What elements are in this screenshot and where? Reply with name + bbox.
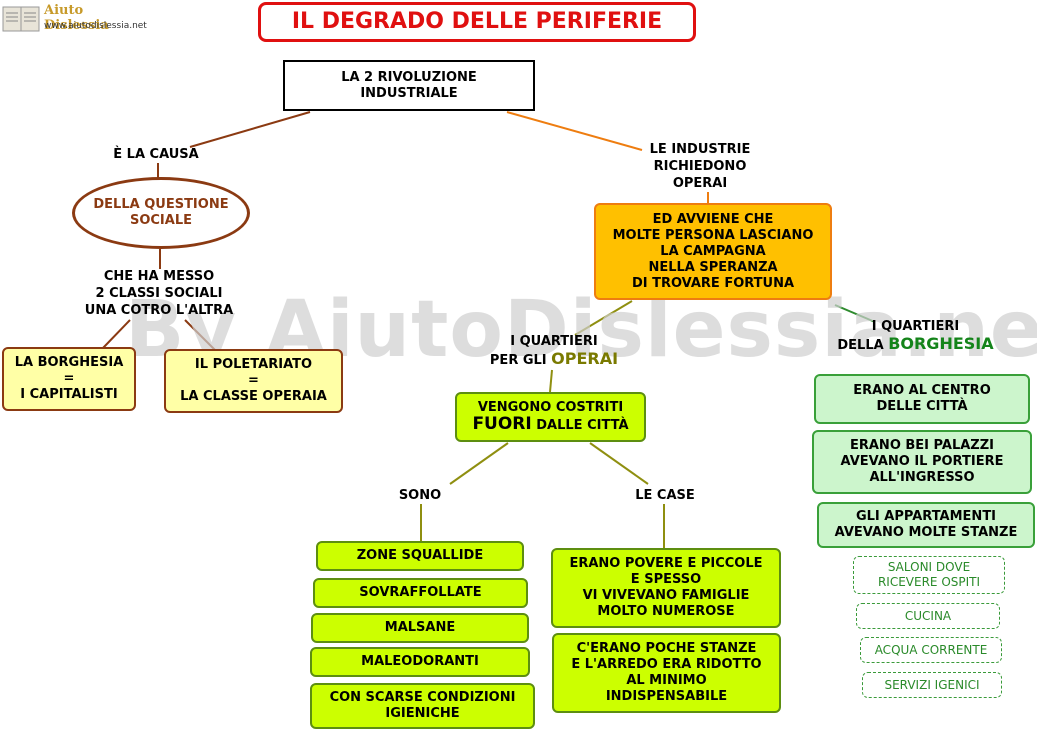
room-line: RICEVERE OSPITI: [877, 575, 981, 589]
logo-url: www.aiutodislessia.net: [44, 21, 147, 31]
link-main-case: [589, 442, 649, 485]
label-line: PER GLI: [489, 353, 552, 368]
site-logo[interactable]: Aiuto Dislessia www.aiutodislessia.net: [2, 2, 152, 35]
box-line: ERANO POVERE E PICCOLE: [569, 556, 763, 571]
label-classi-sociali: CHE HA MESSO 2 CLASSI SOCIALI UNA COTRO L'…: [66, 268, 252, 319]
link-messo-borghesia: [102, 319, 131, 349]
label-line: 2 CLASSI SOCIALI: [95, 286, 223, 301]
box-line: IL POLETARIATO: [194, 357, 313, 372]
node-malsane: MALSANE: [311, 613, 529, 643]
label-sono: SONO: [398, 488, 442, 503]
label-causa: È LA CAUSA: [113, 147, 199, 162]
label-operai-highlight: OPERAI: [551, 349, 619, 368]
link-messo-proletariato: [184, 319, 216, 351]
node-zone-squallide: ZONE SQUALLIDE: [316, 541, 524, 571]
node-fuori-citta: VENGONO COSTRITI FUORI DALLE CITTÀ: [455, 392, 646, 442]
node-maleodoranti: MALEODORANTI: [310, 647, 530, 677]
box-line: NELLA SPERANZA: [648, 259, 778, 275]
box-line: VI VIVEVANO FAMIGLIE: [582, 588, 750, 603]
oval-line: SOCIALE: [129, 213, 192, 228]
room-acqua-corrente: ACQUA CORRENTE: [860, 637, 1002, 663]
label-line: I QUARTIERI: [510, 334, 598, 349]
box-line: =: [63, 371, 75, 386]
room-cucina: CUCINA: [856, 603, 1000, 629]
book-icon: [2, 6, 40, 32]
label-line: RICHIEDONO: [653, 159, 747, 174]
box-line: DELLE CITTÀ: [876, 399, 968, 414]
box-line: LA CLASSE OPERAIA: [180, 389, 327, 404]
label-line: LE INDUSTRIE: [649, 142, 751, 157]
label-industrie: LE INDUSTRIE RICHIEDONO OPERAI: [630, 141, 770, 192]
room-line: SALONI DOVE: [887, 560, 971, 574]
link-main-sono: [449, 442, 509, 485]
box-line: I CAPITALISTI: [20, 387, 118, 402]
box-line: MOLTO NUMEROSE: [597, 604, 735, 619]
label-line: I QUARTIERI: [871, 319, 960, 334]
box-line: ALL'INGRESSO: [869, 470, 975, 485]
box-line: ERANO AL CENTRO: [853, 383, 991, 398]
node-borghesia-capitalisti: LA BORGHESIA=I CAPITALISTI: [2, 347, 136, 411]
label-line: OPERAI: [672, 176, 728, 191]
box-line: =: [248, 373, 259, 388]
label-line: CHE HA MESSO: [103, 269, 215, 284]
box-line: C'ERANO POCHE STANZE: [576, 641, 757, 656]
link-orange-borghesia: [834, 304, 876, 323]
box-line: E L'ARREDO ERA RIDOTTO: [571, 657, 762, 672]
link-orange-operai: [574, 300, 633, 336]
box-line: LA CAMPAGNA: [660, 243, 766, 259]
box-line: DALLE CITTÀ: [531, 418, 629, 433]
box-line: LA BORGHESIA: [14, 355, 124, 370]
fuori-highlight: FUORI: [472, 414, 532, 434]
label-case: LE CASE: [635, 488, 695, 503]
root-line: INDUSTRIALE: [360, 85, 458, 101]
root-line: LA 2 RIVOLUZIONE: [341, 69, 477, 85]
page-title: IL DEGRADO DELLE PERIFERIE: [258, 2, 696, 42]
label-quartieri-borghesia: I QUARTIERI DELLA BORGHESIA: [818, 318, 1013, 354]
box-line: GLI APPARTAMENTI: [855, 509, 997, 524]
node-proletariato: IL POLETARIATO=LA CLASSE OPERAIA: [164, 349, 343, 413]
oval-line: DELLA QUESTIONE: [93, 197, 229, 212]
box-line: VENGONO COSTRITI: [477, 400, 624, 415]
box-line: AL MINIMO: [626, 673, 707, 688]
label-line: DELLA: [837, 338, 889, 353]
node-sovraffollate: SOVRAFFOLLATE: [313, 578, 528, 608]
box-line: AVEVANO IL PORTIERE: [840, 454, 1004, 469]
box-line: INDISPENSABILE: [605, 689, 728, 704]
logo-brand: Aiuto Dislessia: [44, 3, 109, 33]
box-line: MOLTE PERSONA LASCIANO: [612, 227, 814, 243]
room-servizi-igenici: SERVIZI IGENICI: [862, 672, 1002, 698]
label-line: UNA COTRO L'ALTRA: [84, 303, 234, 318]
box-line: DI TROVARE FORTUNA: [631, 275, 795, 291]
box-line: AVEVANO MOLTE STANZE: [834, 525, 1018, 540]
link-root-industrie: [506, 111, 643, 151]
link-root-causa: [189, 111, 311, 148]
box-line: ERANO BEI PALAZZI: [849, 438, 994, 453]
link-operai-main: [549, 369, 553, 393]
node-scarse-condizioni: CON SCARSE CONDIZIONI IGIENICHE: [310, 683, 535, 729]
label-quartieri-operai: I QUARTIERI PER GLI OPERAI: [474, 333, 634, 369]
label-borghesia-highlight: BORGHESIA: [888, 334, 994, 353]
box-line: ED AVVIENE CHE: [652, 211, 774, 227]
box-line: E SPESSO: [630, 572, 702, 587]
